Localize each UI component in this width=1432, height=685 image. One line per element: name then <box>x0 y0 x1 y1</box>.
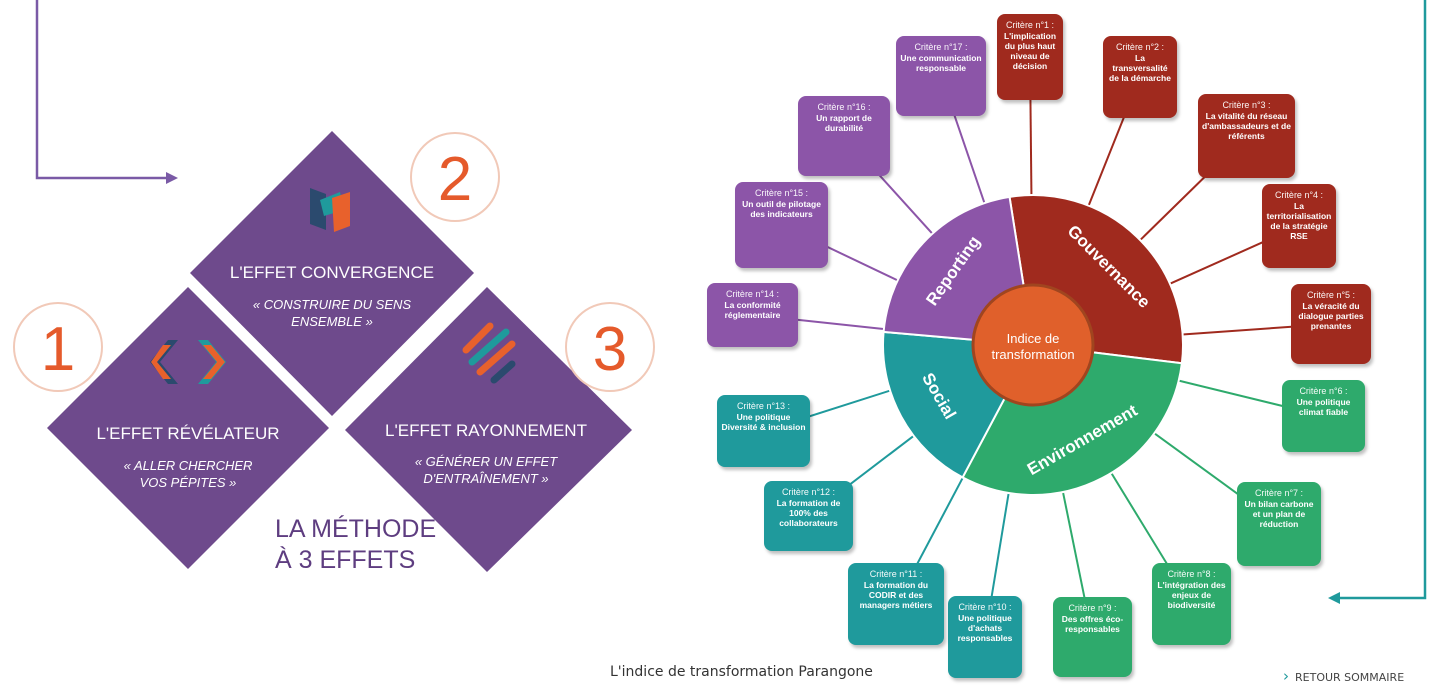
back-to-summary-link[interactable]: › RETOUR SOMMAIRE <box>1283 667 1404 685</box>
criterion-card: Critère n°12 :La formation de 100% des c… <box>764 481 853 551</box>
wheel-center-label-line-2: transformation <box>991 347 1074 362</box>
criterion-card: Critère n°3 :La vitalité du réseau d'amb… <box>1198 94 1295 178</box>
criterion-title: Critère n°13 : <box>736 401 791 411</box>
effect-subtitle-convergence: « CONSTRUIRE DU SENS ENSEMBLE » <box>212 296 452 330</box>
criterion-title: Critère n°7 : <box>1254 488 1304 498</box>
effect-title-convergence: L'EFFET CONVERGENCE <box>229 263 435 282</box>
arrowhead-right-icon <box>1328 592 1340 604</box>
number-1: 1 <box>41 315 75 384</box>
revelateur-icon <box>150 340 226 384</box>
diamond-convergence <box>190 131 474 416</box>
criterion-title: Critère n°16 : <box>817 102 871 112</box>
criterion-text: Une politique Diversité & inclusion <box>721 412 806 432</box>
criterion-title: Critère n°12 : <box>781 487 836 497</box>
number-circle-1 <box>13 302 103 392</box>
effect-subtitle-rayonnement: « GÉNÉRER UN EFFET D'ENTRAÎNEMENT » <box>366 453 606 487</box>
criterion-text: Une politique climat fiable <box>1296 397 1351 417</box>
criterion-text: Un rapport de durabilité <box>816 113 872 133</box>
criterion-card: Critère n°6 :Une politique climat fiable <box>1282 380 1365 452</box>
number-3: 3 <box>593 315 627 384</box>
chevron-right-icon: › <box>1283 667 1289 685</box>
effect-subtitle-line: « ALLER CHERCHER <box>123 458 253 473</box>
connector-arrow-right <box>1340 0 1427 600</box>
criterion-card: Critère n°8 :L'intégration des enjeux de… <box>1152 563 1231 645</box>
number-2: 2 <box>438 145 472 214</box>
criterion-title: Critère n°2 : <box>1115 42 1165 52</box>
effect-subtitle-line: « CONSTRUIRE DU SENS <box>252 297 412 312</box>
criterion-text: La formation de 100% des collaborateurs <box>776 498 841 528</box>
effect-subtitle-line: VOS PÉPITES » <box>139 475 237 490</box>
criterion-text: La conformité réglementaire <box>724 300 781 320</box>
effect-title-rayonnement: L'EFFET RAYONNEMENT <box>385 421 587 440</box>
wheel-center-label-line-1: Indice de <box>1007 331 1060 346</box>
criterion-title: Critère n°1 : <box>1005 20 1055 30</box>
criterion-card: Critère n°10 :Une politique d'achats res… <box>948 596 1022 678</box>
criterion-text: La vitalité du réseau d'ambassadeurs et … <box>1202 111 1291 141</box>
criterion-card: Critère n°16 :Un rapport de durabilité <box>798 96 890 176</box>
criterion-title: Critère n°15 : <box>754 188 809 198</box>
rayonnement-icon <box>462 322 516 384</box>
criterion-title: Critère n°17 : <box>914 42 968 52</box>
criterion-card: Critère n°9 :Des offres éco-responsables <box>1053 597 1132 677</box>
convergence-icon <box>310 188 350 232</box>
diamond-revelateur <box>47 287 329 569</box>
criterion-title: Critère n°14 : <box>725 289 780 299</box>
criterion-text: Un outil de pilotage des indicateurs <box>742 199 821 219</box>
method-title-line-1: LA MÉTHODE <box>275 515 437 543</box>
criterion-card: Critère n°2 :La transversalité de la dém… <box>1103 36 1177 118</box>
effect-subtitle-revelateur: « ALLER CHERCHER VOS PÉPITES » <box>68 457 308 491</box>
diamond-rayonnement <box>345 287 632 572</box>
criterion-title: Critère n°6 : <box>1299 386 1348 396</box>
criterion-text: La territorialisation de la stratégie RS… <box>1266 201 1332 241</box>
criterion-title: Critère n°10 : <box>958 602 1012 612</box>
connector-arrow-left <box>35 0 168 180</box>
criterion-card: Critère n°14 :La conformité réglementair… <box>707 283 798 347</box>
footer-caption: L'indice de transformation Parangone <box>610 664 873 680</box>
transformation-wheel: GouvernanceEnvironnementSocialReporting … <box>752 0 1427 638</box>
criterion-title: Critère n°9 : <box>1068 603 1117 613</box>
number-circle-3 <box>565 302 655 392</box>
number-circle-2 <box>410 132 500 222</box>
criterion-card: Critère n°13 :Une politique Diversité & … <box>717 395 810 467</box>
criterion-title: Critère n°4 : <box>1274 190 1324 200</box>
method-diagram: 1 2 3 <box>13 0 655 572</box>
criterion-card: Critère n°11 :La formation du CODIR et d… <box>848 563 944 645</box>
method-title: LA MÉTHODE À 3 EFFETS <box>275 514 436 576</box>
criterion-card: Critère n°17 :Une communication responsa… <box>896 36 986 116</box>
criterion-title: Critère n°5 : <box>1306 290 1356 300</box>
criterion-text: La véracité du dialogue parties prenante… <box>1298 301 1364 331</box>
method-title-line-2: À 3 EFFETS <box>275 546 416 574</box>
criterion-title: Critère n°3 : <box>1222 100 1271 110</box>
criterion-text: L'intégration des enjeux de biodiversité <box>1157 580 1226 610</box>
criterion-card: Critère n°5 :La véracité du dialogue par… <box>1291 284 1371 364</box>
back-to-summary-label: RETOUR SOMMAIRE <box>1295 671 1405 684</box>
criterion-card: Critère n°4 :La territorialisation de la… <box>1262 184 1336 268</box>
criterion-title: Critère n°11 : <box>869 569 923 579</box>
criterion-title: Critère n°8 : <box>1167 569 1216 579</box>
arrowhead-left-icon <box>166 172 178 184</box>
criterion-text: Une politique d'achats responsables <box>957 613 1013 643</box>
criterion-text: La transversalité de la démarche <box>1109 53 1171 83</box>
effect-subtitle-line: D'ENTRAÎNEMENT » <box>423 471 549 486</box>
wheel-center <box>971 283 1095 407</box>
effect-subtitle-line: « GÉNÉRER UN EFFET <box>414 454 558 469</box>
effect-title-revelateur: L'EFFET RÉVÉLATEUR <box>96 424 280 443</box>
effect-subtitle-line: ENSEMBLE » <box>291 314 373 329</box>
criterion-text: Un bilan carbone et un plan de réduction <box>1244 499 1314 529</box>
criterion-text: Des offres éco-responsables <box>1061 614 1124 634</box>
criterion-text: La formation du CODIR et des managers mé… <box>859 580 933 610</box>
criterion-text: Une communication responsable <box>900 53 982 73</box>
criterion-card: Critère n°7 :Un bilan carbone et un plan… <box>1237 482 1321 566</box>
criterion-text: L'implication du plus haut niveau de déc… <box>1003 31 1057 71</box>
criterion-card: Critère n°15 :Un outil de pilotage des i… <box>735 182 828 268</box>
criterion-card: Critère n°1 :L'implication du plus haut … <box>997 14 1063 100</box>
